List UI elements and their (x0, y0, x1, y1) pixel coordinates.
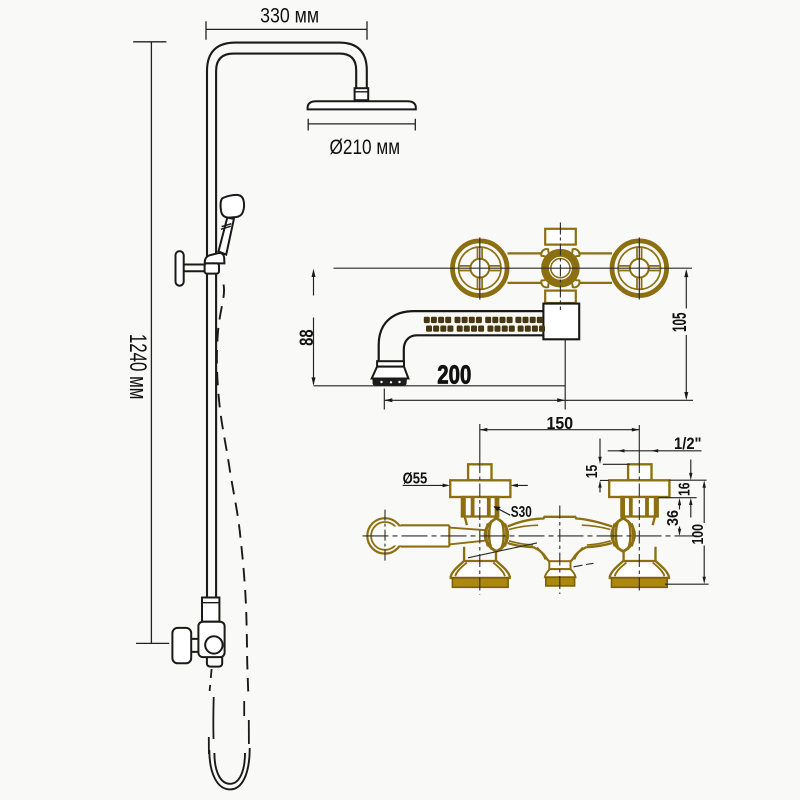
svg-text:330 мм: 330 мм (260, 4, 319, 28)
svg-text:1/2": 1/2" (674, 434, 702, 453)
svg-text:15: 15 (584, 464, 601, 478)
svg-text:100: 100 (690, 524, 707, 545)
svg-text:88: 88 (297, 329, 318, 346)
svg-text:36: 36 (665, 510, 682, 526)
svg-text:150: 150 (547, 413, 574, 433)
svg-text:16: 16 (677, 482, 694, 496)
svg-text:S30: S30 (511, 504, 532, 521)
svg-text:Ø210 мм: Ø210 мм (330, 135, 401, 159)
svg-text:105: 105 (670, 312, 691, 332)
svg-text:1240 мм: 1240 мм (124, 334, 151, 400)
svg-text:200: 200 (437, 361, 471, 389)
svg-text:Ø55: Ø55 (403, 471, 428, 488)
